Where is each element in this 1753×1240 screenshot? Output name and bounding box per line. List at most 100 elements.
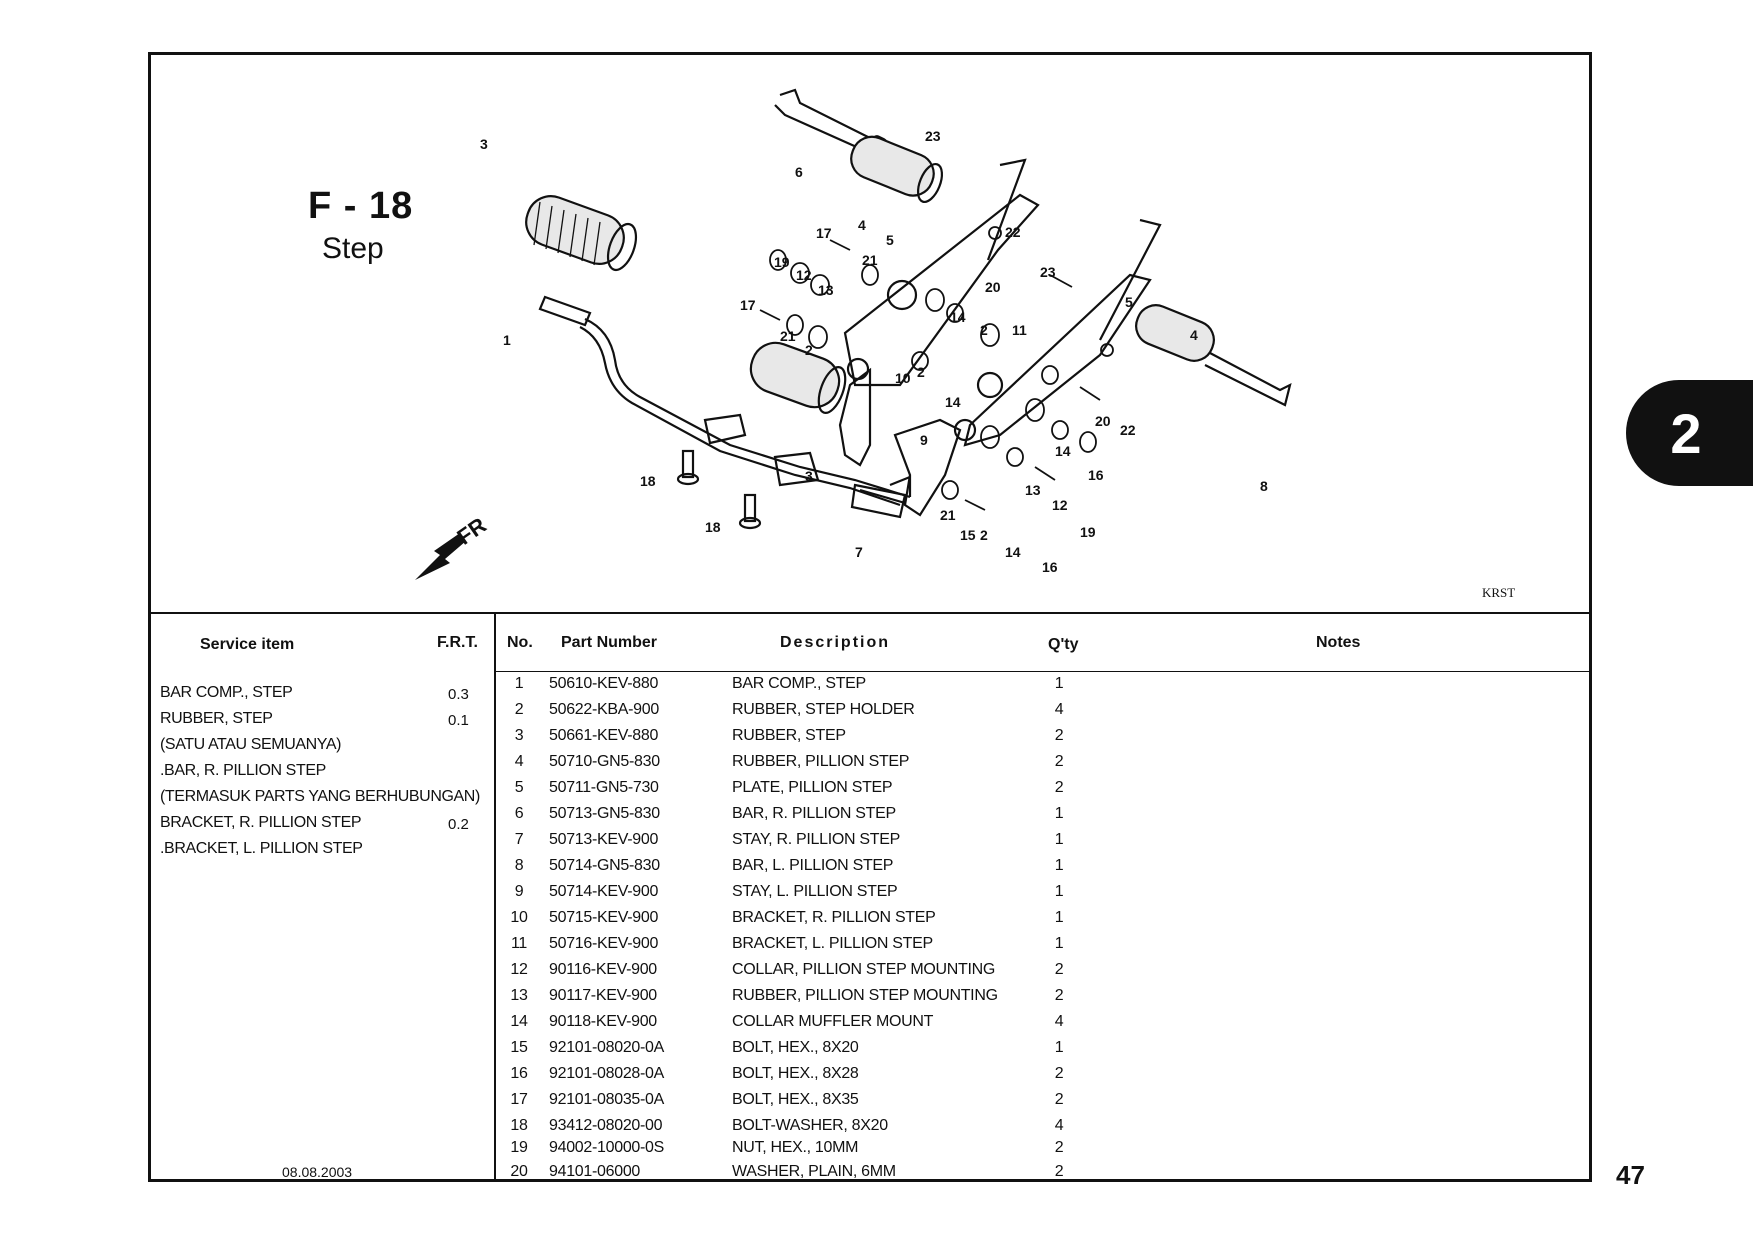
part-no: 4 [514,753,524,770]
part-no: 11 [510,935,527,952]
part-number: 50710-GN5-830 [549,753,660,770]
part-description: RUBBER, STEP [732,727,846,744]
part-no: 17 [510,1091,528,1108]
rubber-step-illustration [525,195,638,272]
callout-11: 11 [1012,322,1027,338]
callout-16b: 16 [1042,559,1058,575]
part-description: RUBBER, PILLION STEP MOUNTING [732,987,998,1004]
page-number: 47 [1616,1160,1645,1190]
part-no: 2 [514,701,524,718]
part-qty: 1 [1054,675,1064,692]
callout-10: 10 [895,370,911,386]
pillion-rubber-center-illustration [749,341,847,414]
part-no: 7 [514,831,524,848]
callout-21c: 21 [940,507,956,523]
service-item: .BRACKET, L. PILLION STEP [160,840,363,857]
part-qty: 1 [1054,883,1064,900]
table-divider [494,612,496,1180]
part-no: 16 [510,1065,528,1082]
callout-17b: 17 [740,297,756,313]
callout-19a: 19 [774,254,790,270]
callout-21b: 21 [780,328,796,344]
service-frt: 0.2 [448,816,469,833]
part-description: BAR, L. PILLION STEP [732,857,894,874]
figure-name: Step [322,232,384,265]
part-qty: 1 [1054,857,1064,874]
part-number: 50716-KEV-900 [549,935,659,952]
stay-r-illustration [838,367,872,467]
part-no: 8 [514,857,524,874]
part-description: RUBBER, STEP HOLDER [732,701,915,718]
callout-7: 7 [855,544,863,560]
part-qty: 2 [1054,961,1064,978]
service-item: BAR COMP., STEP [160,684,293,701]
service-frt: 0.3 [448,686,469,703]
header-qty: Q'ty [1048,636,1079,653]
service-item: BRACKET, R. PILLION STEP [160,814,362,831]
bracket-l-illustration [953,218,1162,447]
figure-code: F - 18 [308,185,414,227]
bolt-washer-illustrations [676,449,762,530]
callout-9: 9 [920,432,928,448]
part-no: 3 [514,727,524,744]
table-header-rule [495,671,1590,672]
part-number: 92101-08028-0A [549,1065,665,1082]
part-description: COLLAR MUFFLER MOUNT [732,1013,934,1030]
callout-20a: 20 [985,279,1001,295]
callout-8: 8 [1260,478,1268,494]
callout-18b: 18 [705,519,721,535]
step-bar-illustration [538,295,912,519]
callout-19b: 19 [1080,524,1096,540]
part-number: 50713-KEV-900 [549,831,659,848]
part-no: 15 [510,1039,528,1056]
header-part-number: Part Number [561,634,658,651]
callout-21a: 21 [862,252,878,268]
hardware-illustrations [759,226,1114,511]
part-qty: 2 [1054,753,1064,770]
part-description: NUT, HEX., 10MM [732,1139,859,1156]
part-description: BOLT-WASHER, 8X20 [732,1117,888,1134]
part-no: 9 [514,883,524,900]
part-description: STAY, L. PILLION STEP [732,883,898,900]
part-description: BOLT, HEX., 8X28 [732,1065,859,1082]
service-item: .BAR, R. PILLION STEP [160,762,326,779]
part-no: 5 [514,779,524,796]
callout-2b: 2 [980,322,988,338]
revision-date: 08.08.2003 [282,1164,353,1180]
part-number: 90116-KEV-900 [549,961,657,978]
front-direction-arrow: FR [415,512,491,580]
part-description: RUBBER, PILLION STEP [732,753,910,770]
pillion-bar-right-illustration [1204,352,1292,407]
callout-4b: 4 [1190,327,1198,343]
part-qty: 4 [1054,1117,1064,1134]
exploded-parts-diagram: 3 1 18 18 6 23 4 5 17 21 19 12 13 17 21 … [415,88,1292,580]
part-number: 50711-GN5-730 [549,779,659,796]
part-qty: 2 [1054,987,1064,1004]
callout-15: 15 [960,527,976,543]
callout-3a: 3 [480,136,488,152]
callout-14d: 14 [1005,544,1021,560]
callout-22b: 22 [1120,422,1136,438]
callout-12a: 12 [796,267,812,283]
header-description: Description [780,634,891,651]
part-description: BOLT, HEX., 8X35 [732,1091,859,1108]
header-frt: F.R.T. [437,634,478,651]
callout-2c: 2 [917,364,925,380]
part-description: COLLAR, PILLION STEP MOUNTING [732,961,996,978]
callout-13b: 13 [1025,482,1041,498]
part-no: 1 [514,675,524,692]
part-no: 19 [510,1139,528,1156]
part-qty: 1 [1054,831,1064,848]
part-no: 12 [510,961,528,978]
part-no: 10 [510,909,528,926]
callout-17a: 17 [816,225,832,241]
part-qty: 2 [1054,1163,1064,1180]
part-no: 18 [510,1117,528,1134]
part-qty: 1 [1054,935,1064,952]
part-description: WASHER, PLAIN, 6MM [732,1163,896,1180]
callout-14c: 14 [1055,443,1071,459]
callout-5a: 5 [886,232,894,248]
callout-18a: 18 [640,473,656,489]
callout-22a: 22 [1005,224,1021,240]
callout-5b: 5 [1125,294,1133,310]
